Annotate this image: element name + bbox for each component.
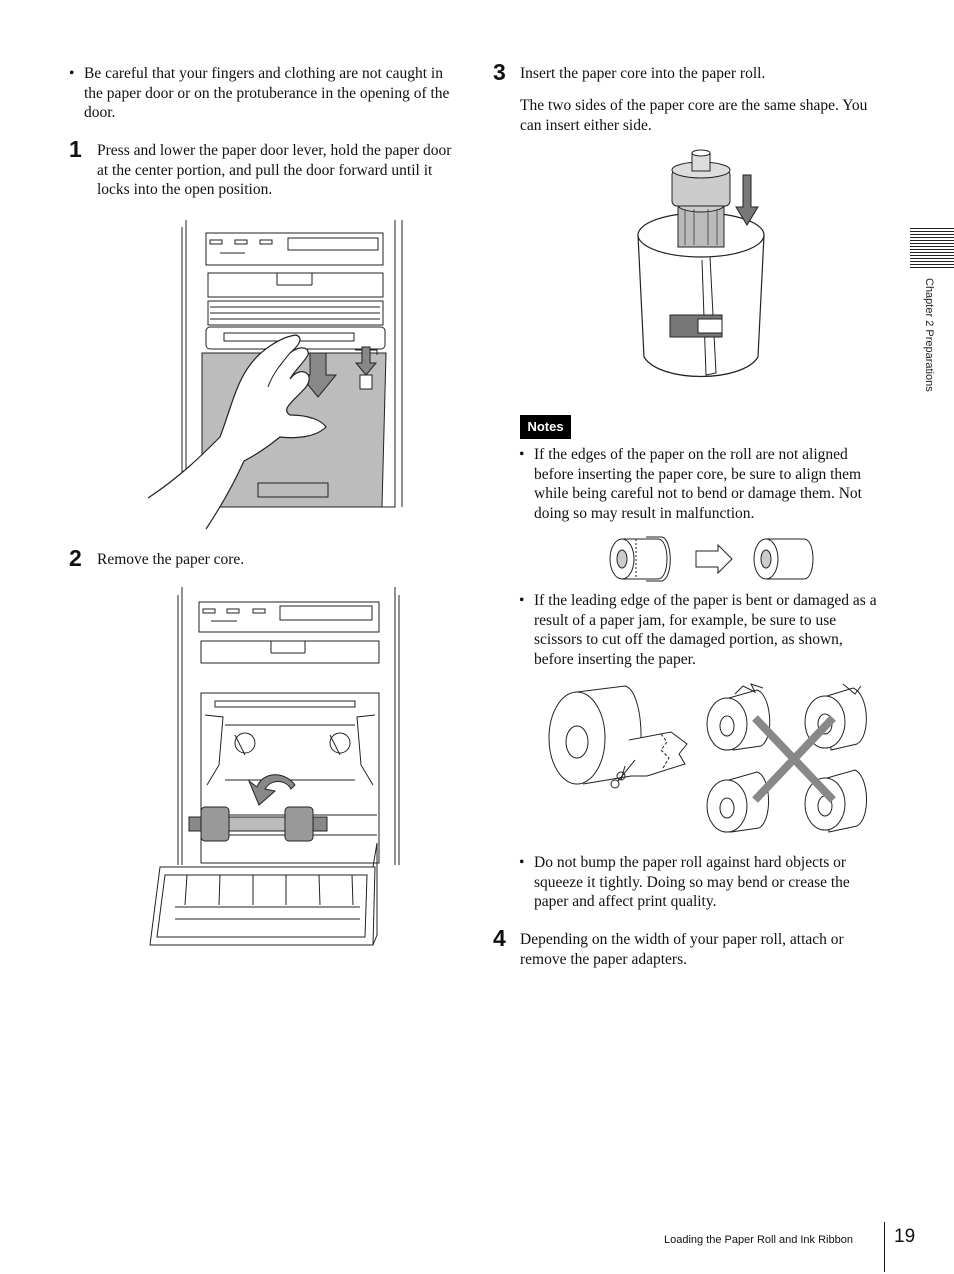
bullet-marker: • xyxy=(519,592,525,609)
figure-remove-paper-core xyxy=(145,585,405,947)
bullet-marker: • xyxy=(519,446,525,463)
figure-cut-damaged-paper xyxy=(543,680,873,845)
step-4-number: 4 xyxy=(493,925,506,951)
figure-insert-paper-core xyxy=(630,145,775,400)
page-number: 19 xyxy=(894,1226,916,1247)
note-2-text: If the leading edge of the paper is bent… xyxy=(534,592,877,668)
step-1-number: 1 xyxy=(69,136,82,162)
footer-section-title: Loading the Paper Roll and Ink Ribbon xyxy=(664,1234,853,1246)
step-1-text: Press and lower the paper door lever, ho… xyxy=(97,142,452,198)
step-2-text: Remove the paper core. xyxy=(97,551,245,568)
notes-badge: Notes xyxy=(520,415,571,439)
step-3-text: Insert the paper core into the paper rol… xyxy=(520,65,766,82)
note-3-text: Do not bump the paper roll against hard … xyxy=(534,854,850,910)
intro-bullet-text: Be careful that your fingers and clothin… xyxy=(84,65,450,121)
figure-open-paper-door xyxy=(140,215,410,530)
note-1-text: If the edges of the paper on the roll ar… xyxy=(534,446,862,522)
step-3-subtext: The two sides of the paper core are the … xyxy=(520,97,868,134)
bullet-marker: • xyxy=(519,854,525,871)
step-2-number: 2 xyxy=(69,545,82,571)
figure-align-edges xyxy=(600,535,820,583)
chapter-tab-stripes xyxy=(910,228,954,270)
step-3-number: 3 xyxy=(493,59,506,85)
step-4-text: Depending on the width of your paper rol… xyxy=(520,931,844,968)
chapter-side-tab xyxy=(910,228,954,270)
footer-divider xyxy=(884,1222,885,1272)
bullet-marker: • xyxy=(69,65,75,82)
chapter-label: Chapter 2 Preparations xyxy=(923,278,935,392)
